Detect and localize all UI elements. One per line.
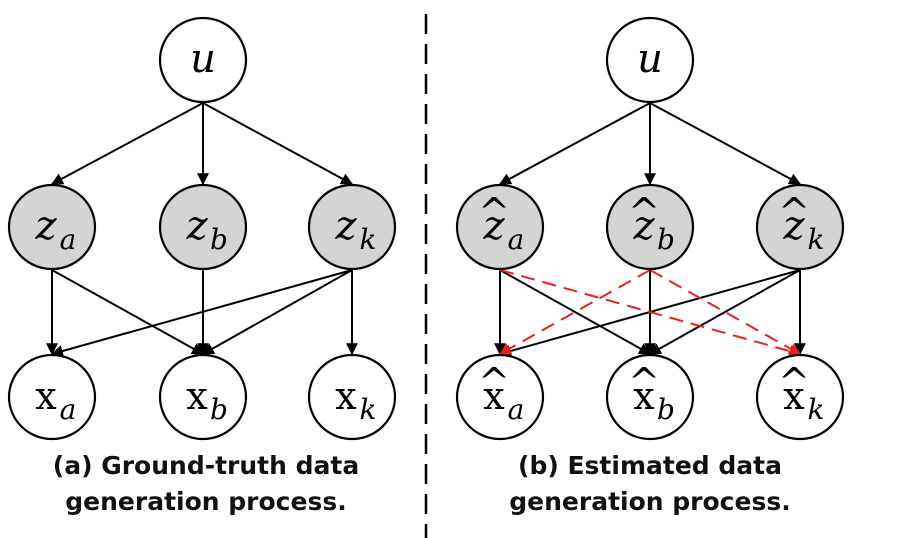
node-xk-b: x^k [755, 353, 845, 441]
node-za-b-label: z [482, 203, 505, 249]
node-zb-b-hat: ^ [628, 190, 660, 234]
edge-za-to-xb [51, 269, 205, 355]
node-zb-b-circle [605, 183, 695, 271]
panel-estimated: uz^ax^az^bx^bz^kx^k [455, 16, 845, 441]
node-zk-a-subscript: k [360, 223, 377, 256]
node-xa-b-subscript: a [508, 393, 525, 426]
edge-zk-to-xa [50, 269, 353, 357]
node-zb-a-subscript: b [210, 223, 228, 256]
node-xa-a-circle [7, 353, 97, 441]
node-zb-b: z^b [605, 183, 695, 271]
node-xb-a-subscript: b [210, 393, 228, 426]
node-xb-b-hat: ^ [628, 360, 660, 404]
node-u-b-circle [605, 16, 695, 104]
spurious-edge-zb-to-xa [498, 269, 651, 355]
edge-zk-to-xb [201, 269, 353, 355]
node-u-a-label: u [190, 36, 216, 82]
edge-u-to-zk [202, 102, 354, 185]
node-xk-b-hat: ^ [778, 360, 810, 404]
node-xk-b-circle [755, 353, 845, 441]
node-xa-b-label: x [483, 374, 504, 418]
node-zk-a-label: z [334, 203, 357, 249]
edge-zk-to-xb [648, 269, 801, 355]
node-zk-b-circle [755, 183, 845, 271]
node-zk-a-circle [307, 183, 397, 271]
node-za-a-label: z [34, 203, 57, 249]
node-xb-a-label: x [186, 374, 207, 418]
node-za-a-subscript: a [60, 223, 77, 256]
node-zb-a-circle [158, 183, 248, 271]
edge-u-to-zk [649, 102, 802, 185]
node-zk-b-subscript: k [808, 223, 825, 256]
node-zb-b-label: z [632, 203, 655, 249]
node-za-b: z^a [455, 183, 545, 271]
spurious-edge-zb-to-xk [649, 269, 802, 355]
node-xk-b-subscript: k [808, 393, 825, 426]
edge-u-to-za [498, 102, 651, 185]
caption-b-line2: generation process. [509, 487, 790, 516]
node-zk-b: z^k [755, 183, 845, 271]
node-xb-b-subscript: b [657, 393, 675, 426]
node-xb-b-label: x [633, 374, 654, 418]
edge-za-to-xb [499, 269, 652, 355]
caption-a-line1: (a) Ground-truth data [53, 451, 359, 480]
node-za-b-subscript: a [508, 223, 525, 256]
node-za-a-circle [7, 183, 97, 271]
node-za-b-circle [455, 183, 545, 271]
spurious-edge-za-to-xk [499, 269, 802, 357]
node-zb-a-label: z [185, 203, 208, 249]
caption-a-line2: generation process. [65, 487, 346, 516]
node-xb-b-circle [605, 353, 695, 441]
node-u-b-label: u [637, 36, 663, 82]
node-xk-a-circle [307, 353, 397, 441]
node-xa-b-hat: ^ [478, 360, 510, 404]
node-zk-b-hat: ^ [778, 190, 810, 234]
node-u-b: u [605, 16, 695, 104]
edge-u-to-za [50, 102, 204, 185]
node-zb-b-subscript: b [657, 223, 675, 256]
node-u-a: u [158, 16, 248, 104]
node-xa-a-label: x [35, 374, 56, 418]
node-xa-b: x^a [455, 353, 545, 441]
node-zk-b-label: z [782, 203, 805, 249]
node-za-b-hat: ^ [478, 190, 510, 234]
node-xb-b: x^b [605, 353, 695, 441]
node-xa-b-circle [455, 353, 545, 441]
node-xk-b-label: x [783, 374, 804, 418]
node-xa-a-subscript: a [60, 393, 77, 426]
node-xb-a-circle [158, 353, 248, 441]
caption-b-line1: (b) Estimated data [518, 451, 782, 480]
node-xk-a-label: x [335, 374, 356, 418]
node-xk-a-subscript: k [360, 393, 377, 426]
node-u-a-circle [158, 16, 248, 104]
